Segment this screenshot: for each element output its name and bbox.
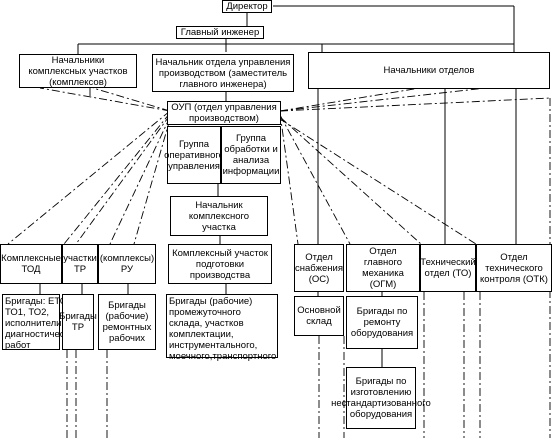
group-operative-box: Группа оперативного управления	[164, 126, 224, 184]
group-processing-box: Группа обработки и анализа информации	[221, 126, 281, 184]
ru-box: (комплексы) РУ	[98, 244, 156, 284]
head-complex-site-box: Начальник комплексного участка	[170, 196, 268, 236]
brigades-tod-box: Бригады: ЕТО, ТО1, ТО2, исполнители диаг…	[2, 294, 79, 351]
supply-dept-box: Отдел снабжения (ОС)	[294, 244, 344, 292]
tr-box: участки ТР	[62, 244, 98, 284]
prep-site-box: Комплексный участок подготовки производс…	[168, 244, 272, 284]
head-production-box: Начальник отдела управления производство…	[152, 54, 294, 92]
tod-box: Комплексные ТОД	[0, 244, 62, 284]
brigades-tr-box: Бригады ТР	[59, 294, 97, 350]
brigades-ru-box: Бригады (рабочие) ремонтных рабочих	[98, 294, 156, 350]
main-warehouse-box: Основной склад	[294, 296, 344, 336]
heads-departments-box: Начальники отделов	[308, 52, 550, 89]
brigades-nonstandard-box: Бригады по изготовлению нестандартизован…	[331, 367, 431, 429]
tech-dept-box: Технический отдел (ТО)	[420, 244, 476, 292]
oup-box: ОУП (отдел управления производством)	[167, 101, 281, 125]
heads-complex-box: Начальники комплексных участков (комплек…	[19, 54, 137, 88]
chief-mechanic-dept-box: Отдел главного механика (ОГМ)	[346, 244, 420, 292]
chief-engineer-box: Главный инженер	[176, 26, 264, 39]
brigades-repair-box: Бригады по ремонту оборудования	[346, 296, 418, 349]
otk-dept-box: Отдел технического контроля (ОТК)	[476, 244, 552, 292]
brigades-prep-box: Бригады (рабочие) промежуточного склада,…	[166, 294, 278, 362]
director-box: Директор	[222, 0, 272, 13]
